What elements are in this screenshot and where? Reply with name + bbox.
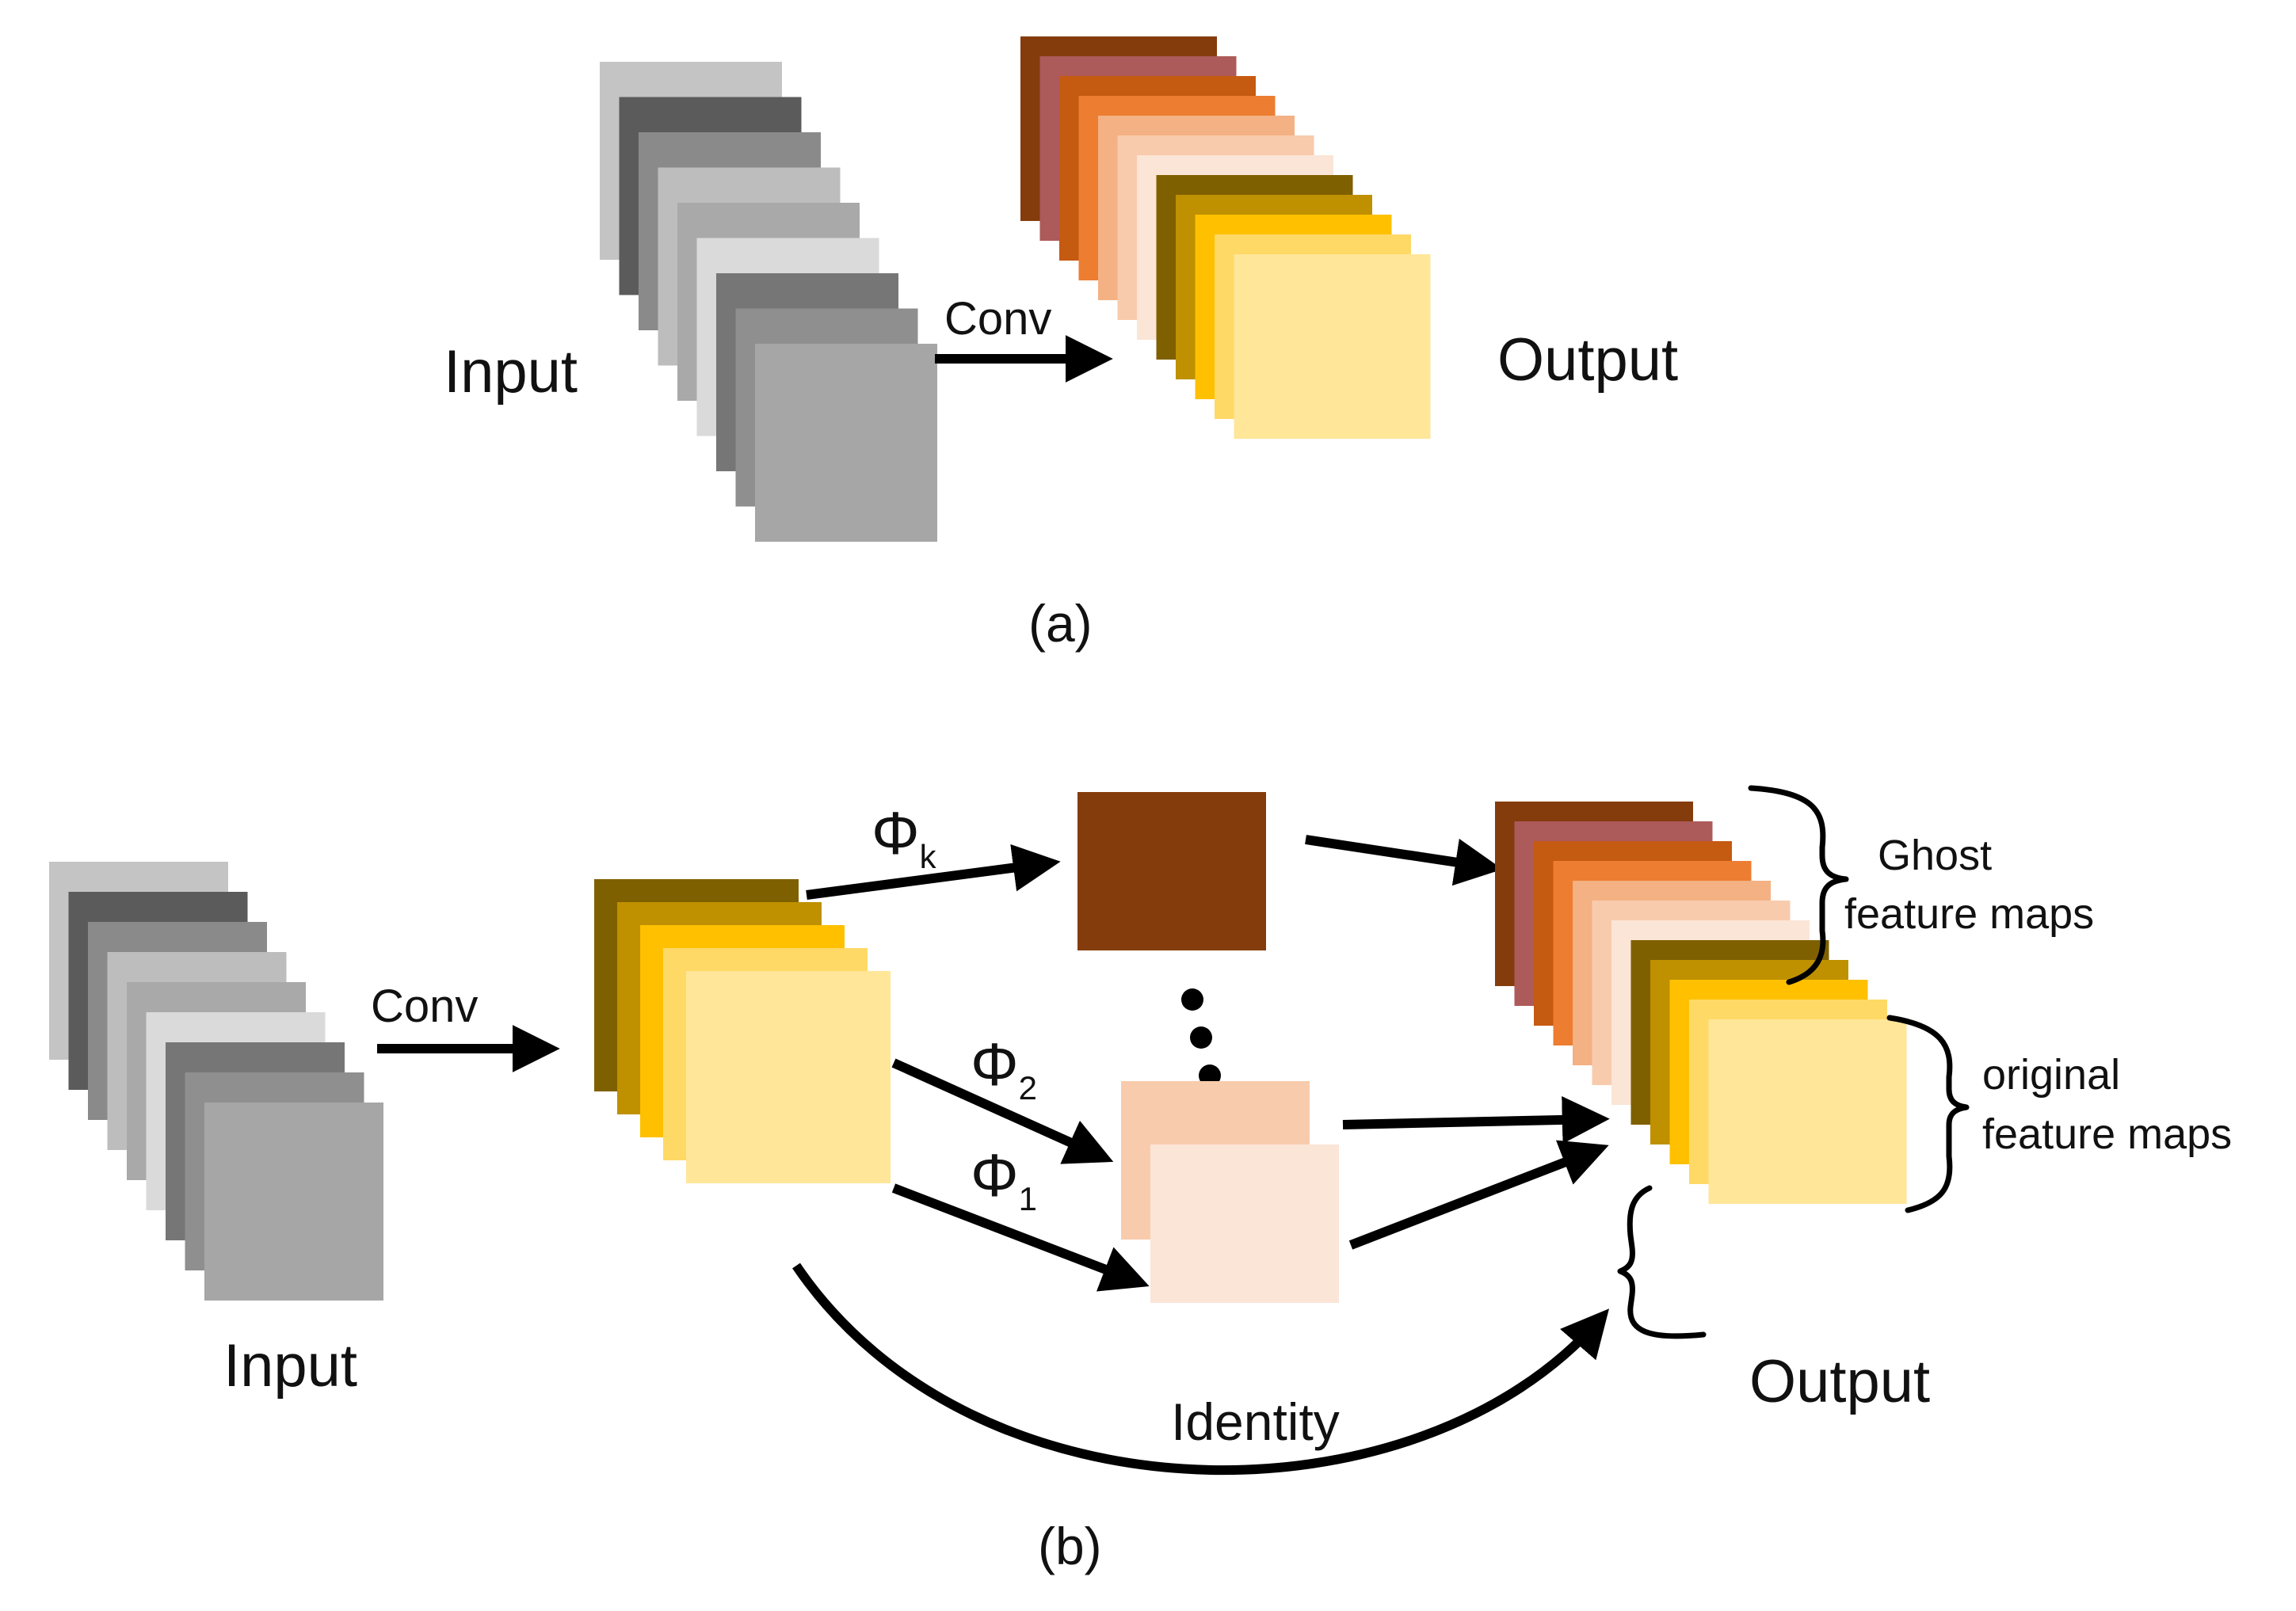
phi-1-to-output-arrow <box>1348 1140 1609 1250</box>
phi-2-to-output-arrow <box>1342 1095 1610 1144</box>
panel-a-input-label: Input <box>444 338 578 406</box>
panel-a-input-stack <box>600 62 937 542</box>
panel-b-output-label: Output <box>1749 1348 1930 1415</box>
panel-a-caption: (a) <box>1028 594 1093 653</box>
output-feature-map <box>1708 1019 1907 1204</box>
ellipsis-dot <box>1181 988 1203 1011</box>
original-label-line2: feature maps <box>1982 1110 2232 1158</box>
phi-1-arrow <box>891 1183 1150 1292</box>
input-channel-map <box>204 1103 383 1301</box>
intrinsic-feature-map <box>686 971 891 1183</box>
panel-b: Input Conv Φk Φ2 Φ1 Identity Ghost featu… <box>49 785 2232 1575</box>
panel-b-output-stack <box>1495 802 1907 1204</box>
panel-a-conv-label: Conv <box>944 293 1051 345</box>
panel-b-input-label: Input <box>223 1332 357 1400</box>
phi-k-label: Φk <box>871 800 937 875</box>
phi-2-label: Φ2 <box>971 1031 1037 1106</box>
ghost-map-phi-1 <box>1150 1144 1339 1303</box>
panel-b-caption: (b) <box>1038 1517 1102 1575</box>
ghost-map-phi-k <box>1077 792 1266 950</box>
phi-k-arrow <box>806 844 1061 900</box>
ghost-label-line1: Ghost <box>1878 832 1992 879</box>
identity-label: Identity <box>1171 1392 1340 1451</box>
panel-a: Input Conv Output (a) <box>444 36 1678 653</box>
identity-arrow <box>792 1263 1610 1475</box>
original-brace <box>1886 1015 1970 1213</box>
ellipsis-dot <box>1190 1026 1212 1049</box>
ghost-brace <box>1748 785 1849 985</box>
input-channel-map <box>755 344 937 542</box>
ghost-label-line2: feature maps <box>1844 890 2094 938</box>
identity-brace <box>1617 1185 1707 1339</box>
panel-a-output-stack <box>1020 36 1431 439</box>
panel-a-output-label: Output <box>1497 326 1678 394</box>
panel-b-conv-label: Conv <box>371 981 478 1032</box>
output-feature-map <box>1234 254 1431 439</box>
phi-1-label: Φ1 <box>971 1142 1037 1217</box>
original-label-line1: original <box>1982 1051 2120 1099</box>
phi-k-to-output-arrow <box>1305 835 1503 886</box>
panel-b-input-stack <box>49 862 383 1301</box>
panel-b-intrinsic-feature-stack <box>594 879 891 1183</box>
phi-2-arrow <box>891 1058 1114 1164</box>
